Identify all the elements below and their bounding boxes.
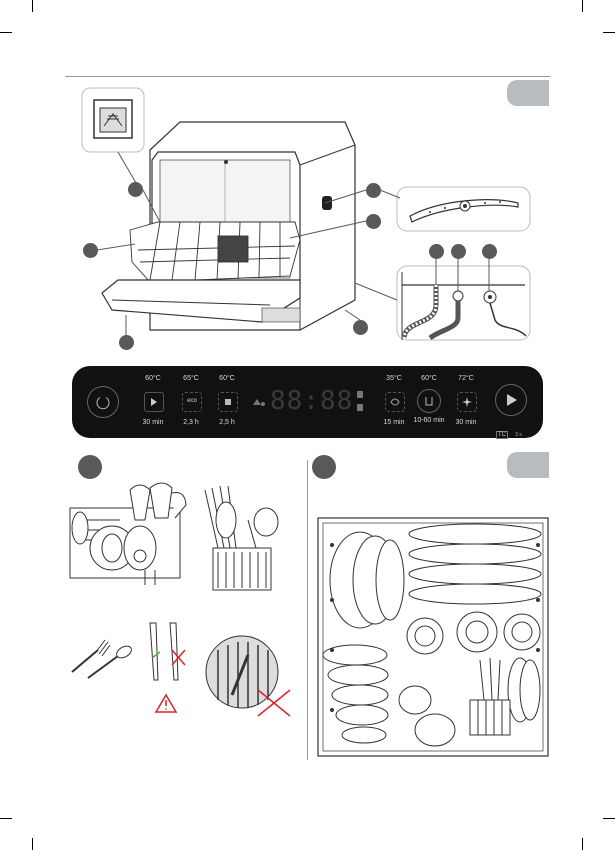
callout-marker <box>83 243 98 258</box>
crop-mark <box>582 838 583 850</box>
play-icon <box>507 394 517 406</box>
program-temp: 72°C <box>458 375 474 382</box>
section-marker-right <box>312 455 336 479</box>
normal-wash-icon <box>425 397 433 406</box>
crop-mark <box>0 818 12 819</box>
rapid-icon <box>151 398 157 406</box>
glass-icon <box>225 399 231 405</box>
program-time: 30 min <box>142 419 164 426</box>
header-rule <box>65 76 550 77</box>
section-tab <box>507 80 549 106</box>
crop-mark <box>32 0 33 12</box>
program-time: 15 min <box>383 419 405 426</box>
section-marker-left <box>78 455 102 479</box>
display-lock-icon <box>357 391 363 411</box>
callout-marker <box>119 335 134 350</box>
power-button[interactable] <box>87 386 119 418</box>
eco-icon: eco <box>187 398 197 404</box>
callout-marker <box>128 182 143 197</box>
program-button-rapid[interactable] <box>144 392 164 412</box>
program-button-eco[interactable]: eco <box>182 392 202 412</box>
crop-mark <box>603 818 615 819</box>
crop-mark <box>603 32 615 33</box>
leader-lines <box>96 151 490 335</box>
power-icon <box>96 397 110 410</box>
crop-mark <box>32 838 33 850</box>
sterilize-icon <box>462 397 472 407</box>
callout-marker <box>353 320 368 335</box>
program-temp: 35°C <box>386 375 402 382</box>
program-time: 10-60 min <box>413 417 445 424</box>
fruit-wash-icon <box>390 398 400 406</box>
program-temp: 60°C <box>145 375 161 382</box>
callout-marker <box>366 183 381 198</box>
program-temp: 65°C <box>183 375 199 382</box>
program-time: 2,3 h <box>183 419 199 426</box>
program-temp: 60°C <box>421 375 437 382</box>
crop-mark <box>0 32 12 33</box>
crop-mark <box>582 0 583 12</box>
callout-marker <box>366 214 381 229</box>
dishwasher-illustration <box>81 87 531 341</box>
program-temp: 60°C <box>219 375 235 382</box>
display-status-icons <box>253 399 265 406</box>
start-button[interactable] <box>495 384 527 416</box>
column-divider <box>307 460 308 760</box>
program-time: 30 min <box>455 419 477 426</box>
callout-marker <box>482 244 497 259</box>
tc-suffix: 3 s <box>515 432 522 438</box>
program-button-sterilize[interactable] <box>457 392 477 412</box>
program-button-normal[interactable] <box>417 389 441 413</box>
callout-marker <box>429 244 444 259</box>
tc-label: TC <box>496 431 508 439</box>
tc-indicator: TC 3 s <box>496 421 540 439</box>
control-panel: 60°C 65°C 60°C eco 30 min 2,3 h 2,5 h 88… <box>72 366 543 439</box>
time-display: 88:88 <box>252 386 363 416</box>
program-button-glass[interactable] <box>218 392 238 412</box>
program-button-fruit[interactable] <box>385 392 405 412</box>
callout-marker <box>451 244 466 259</box>
program-time: 2,5 h <box>219 419 235 426</box>
display-digits: 88:88 <box>270 386 354 416</box>
section-tab <box>507 452 549 478</box>
